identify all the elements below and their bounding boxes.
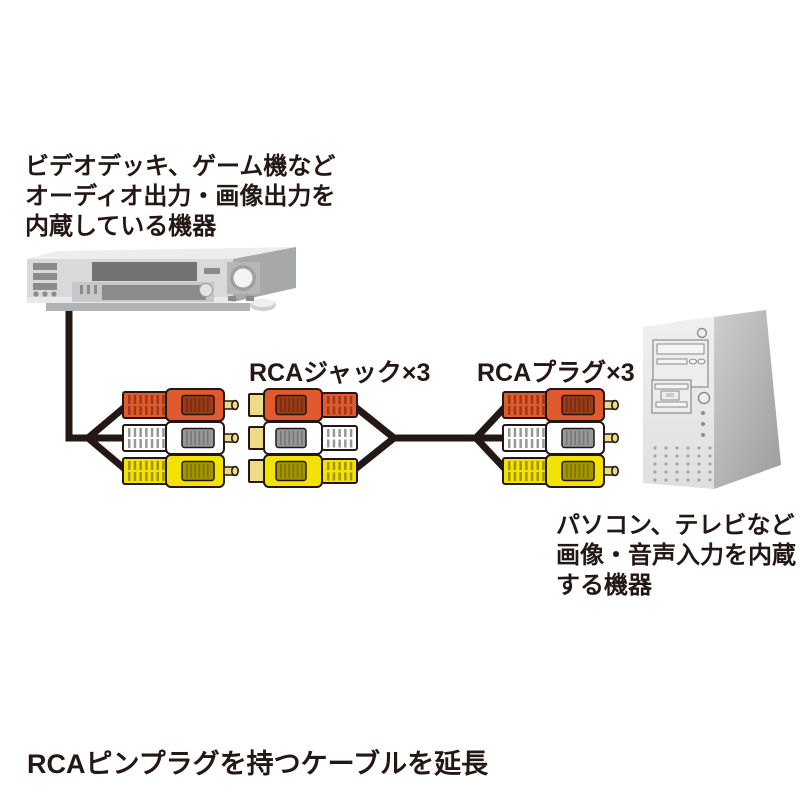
rca-plug-yellow-left	[123, 455, 238, 487]
left-device-description-line1: ビデオデッキ、ゲーム機など	[25, 153, 336, 180]
pc-tower-illustration	[643, 310, 781, 489]
right-device-description-line2: 画像・音声入力を内蔵	[556, 542, 796, 569]
rca-jack-white	[249, 422, 357, 454]
pc-power-button	[696, 327, 708, 339]
rca-jack-label: RCAジャック×3	[249, 359, 431, 387]
connectors	[123, 389, 618, 487]
pc-reset-button	[697, 391, 711, 405]
vcr-round-button	[199, 283, 213, 297]
rca-plug-label: RCAプラグ×3	[477, 359, 635, 387]
rca-plug-red-left	[123, 389, 238, 421]
cable-merge-middle	[351, 403, 400, 473]
rca-jack-yellow	[249, 455, 357, 487]
right-device-description-line1: パソコン、テレビなど	[556, 512, 795, 539]
rca-plug-red-right	[503, 389, 618, 421]
pc-vent-holes	[653, 446, 712, 482]
left-device-description: ビデオデッキ、ゲーム機など オーディオ出力・画像出力を 内蔵している機器	[25, 152, 335, 242]
cable-branch-left-yellow	[85, 435, 129, 473]
bottom-caption: RCAピンプラグを持つケーブルを延長	[27, 749, 489, 779]
cable-branch-left-red	[85, 403, 129, 441]
rca-plug-white-left	[123, 422, 238, 454]
rca-jack-red	[249, 389, 357, 421]
left-device-description-line3: 内蔵している機器	[25, 213, 217, 240]
right-device-description: パソコン、テレビなど 画像・音声入力を内蔵 する機器	[556, 511, 796, 601]
cable-from-vcr	[65, 308, 126, 442]
cable-branch-right-yellow	[473, 435, 509, 473]
vcr-illustration	[27, 247, 296, 311]
rca-plug-yellow-right	[503, 455, 618, 487]
right-device-description-line3: する機器	[556, 572, 652, 599]
cable-branch-right-red	[473, 403, 509, 441]
left-device-description-line2: オーディオ出力・画像出力を	[25, 183, 336, 210]
rca-plug-white-right	[503, 422, 618, 454]
cables	[65, 308, 509, 473]
